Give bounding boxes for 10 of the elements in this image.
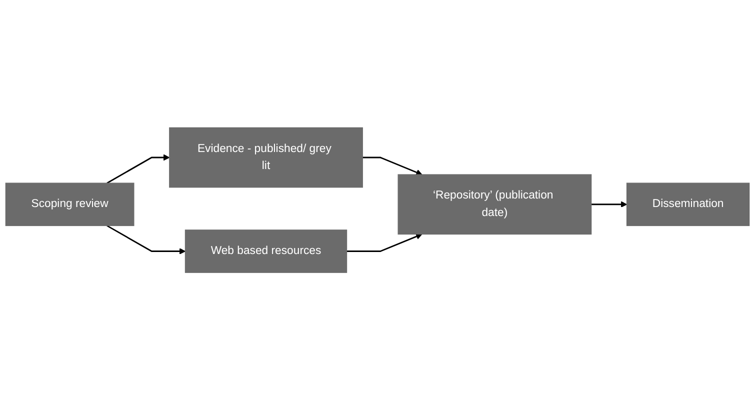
- arrow: [346, 234, 422, 252]
- node-box: Scoping review: [5, 183, 134, 226]
- arrow: [362, 157, 422, 176]
- node-box: Web based resources: [184, 230, 348, 274]
- node-box: ‘Repository’ (publication date): [398, 174, 592, 235]
- node-box: Dissemination: [626, 183, 750, 226]
- node-box: Evidence - published/ grey lit: [169, 128, 363, 188]
- arrow: [591, 202, 628, 208]
- arrow: [106, 154, 170, 184]
- arrow: [106, 225, 186, 255]
